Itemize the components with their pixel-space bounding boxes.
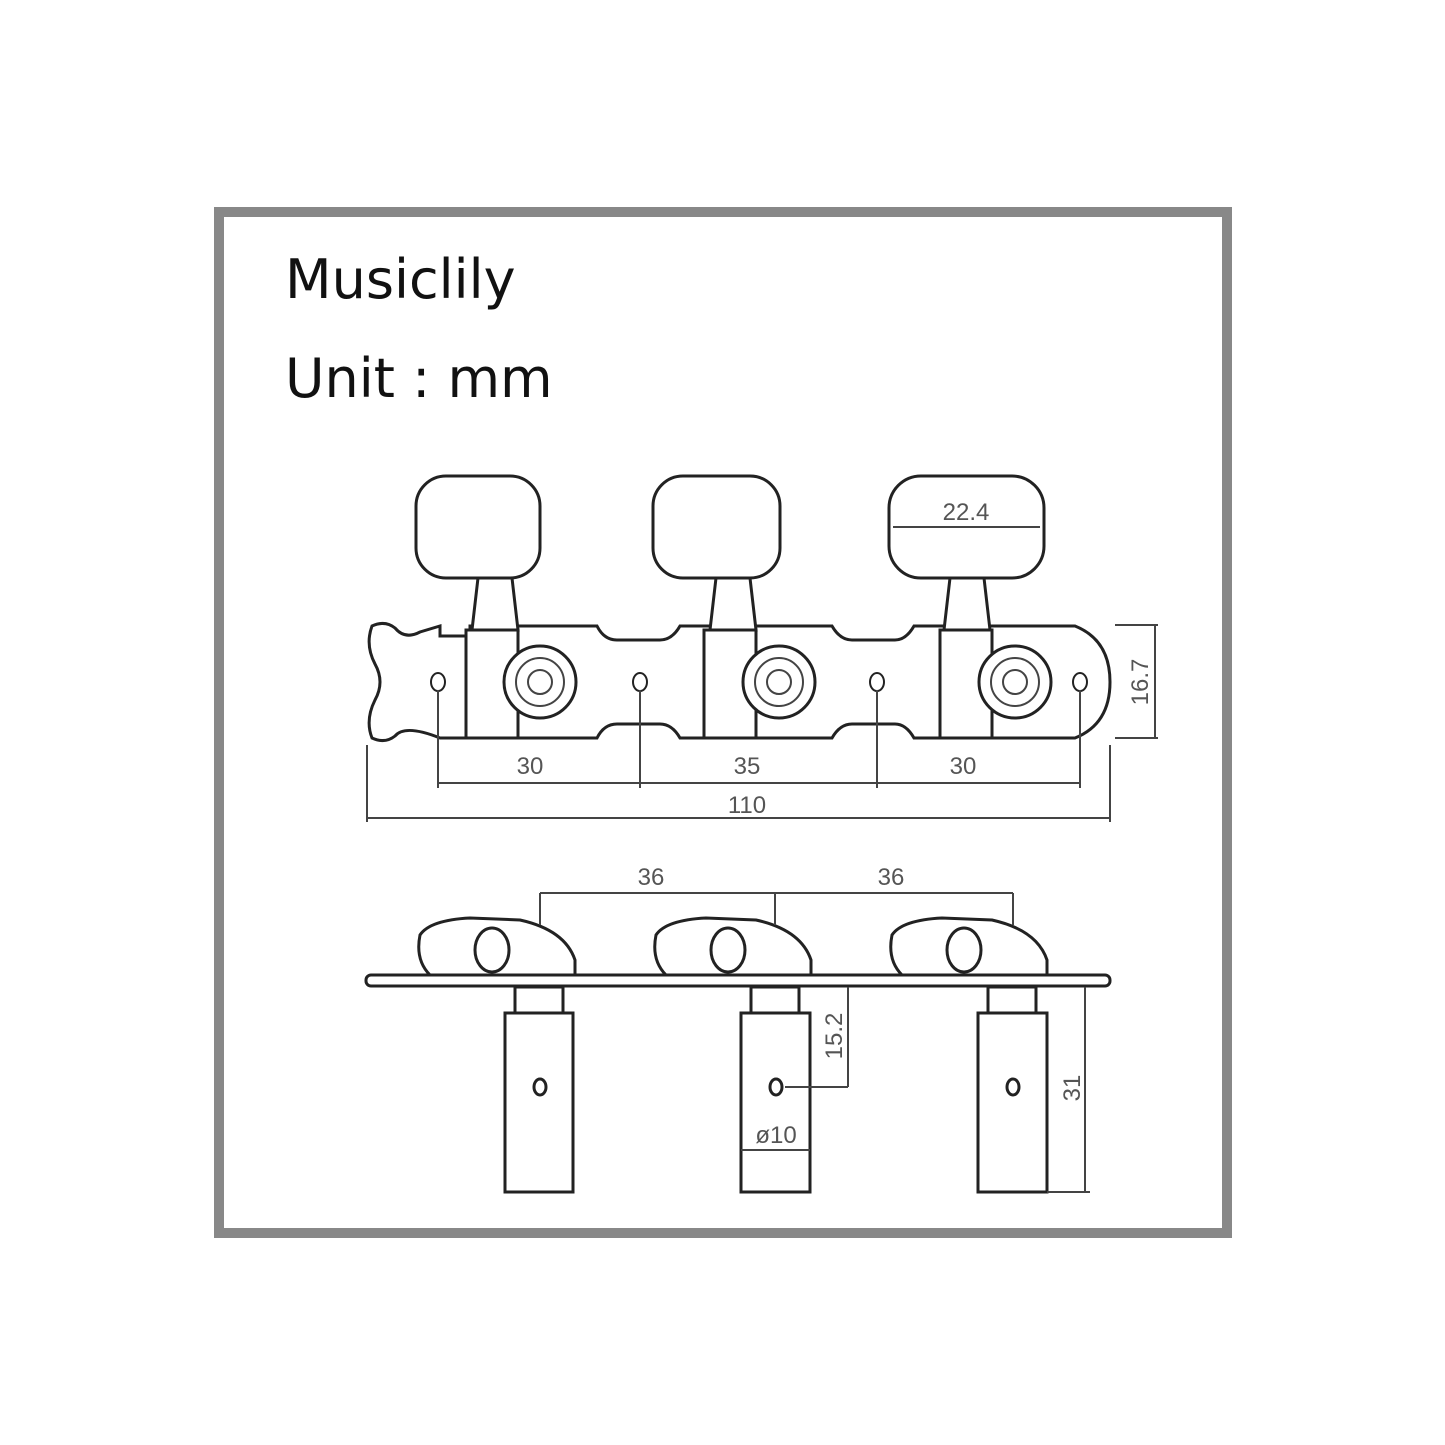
unit-label: Unit : mm — [285, 347, 553, 410]
string-post — [976, 1011, 1049, 1194]
dimension-lines — [366, 624, 1158, 822]
tuner-3: 22.4 — [887, 474, 1053, 740]
string-post — [503, 1011, 575, 1194]
side-tuner-1 — [417, 916, 577, 1194]
post-spacing-left-label: 36 — [638, 864, 665, 891]
string-post — [739, 1011, 812, 1194]
gear-icon — [741, 644, 817, 720]
side-tuner-3 — [889, 916, 1049, 1194]
knob-stem — [942, 576, 992, 632]
hole-spacing-middle-label: 35 — [734, 753, 761, 780]
diagram-frame — [214, 207, 1232, 1238]
side-tuner-2 — [653, 916, 813, 1194]
knob — [651, 474, 782, 580]
post-spacing-right-label: 36 — [878, 864, 905, 891]
tuner-2 — [651, 474, 817, 740]
overall-length-label: 110 — [728, 792, 766, 819]
knob-stem — [708, 576, 758, 632]
knob — [414, 474, 542, 580]
tuner-1 — [414, 474, 578, 740]
knob-width-label: 22.4 — [943, 499, 990, 526]
hole-spacing-right-label: 30 — [950, 753, 977, 780]
side-view: 36 36 15.2 31 ø10 — [364, 864, 1112, 1194]
gear-icon — [502, 644, 578, 720]
screw-holes — [430, 672, 1088, 692]
hole-depth-label: 15.2 — [821, 1013, 848, 1060]
side-plate — [364, 973, 1112, 988]
knob-stem — [470, 576, 520, 632]
plate-height-label: 16.7 — [1127, 659, 1154, 706]
hole-spacing-left-label: 30 — [517, 753, 544, 780]
side-dimension-lines — [539, 892, 1090, 1193]
post-diameter-label: ø10 — [755, 1122, 796, 1149]
post-height-label: 31 — [1059, 1075, 1086, 1102]
top-view: 22.4 30 35 30 110 16.7 — [366, 474, 1158, 822]
brand-title: Musiclily — [285, 248, 516, 311]
gear-icon — [977, 644, 1053, 720]
